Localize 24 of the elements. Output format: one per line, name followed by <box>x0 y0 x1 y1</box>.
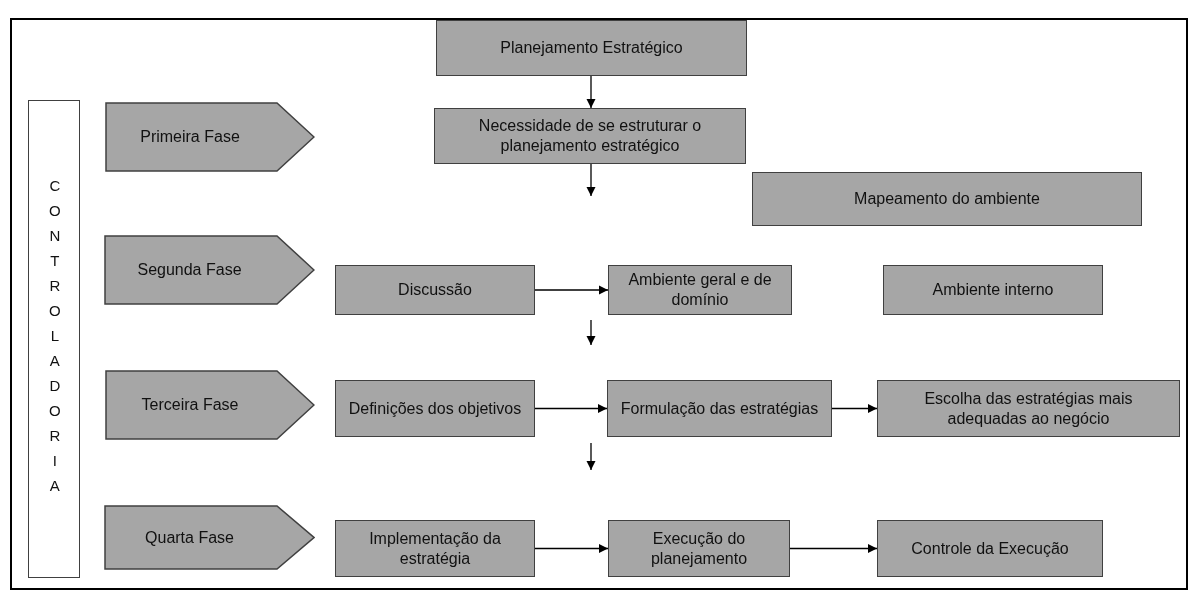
arrow <box>534 403 608 414</box>
process-box: Definições dos objetivos <box>335 380 535 437</box>
arrow <box>586 163 596 197</box>
process-box: Controle da Execução <box>877 520 1103 577</box>
process-box: Ambiente interno <box>883 265 1103 315</box>
phase-pentagon: Terceira Fase <box>105 370 315 440</box>
arrow <box>586 75 596 109</box>
process-box: Formulação das estratégias <box>607 380 832 437</box>
process-box: Execução do planejamento <box>608 520 790 577</box>
process-box: Necessidade de se estruturar o planejamento estratégico <box>434 108 746 164</box>
process-box: Implementação da estratégia <box>335 520 535 577</box>
process-box: Ambiente geral e de domínio <box>608 265 792 315</box>
arrow <box>831 403 878 414</box>
process-box: Planejamento Estratégico <box>436 20 747 76</box>
arrow <box>789 543 878 554</box>
phase-pentagon: Primeira Fase <box>105 102 315 172</box>
arrow <box>534 543 609 554</box>
process-box: Mapeamento do ambiente <box>752 172 1142 226</box>
vertical-label-box: CONTROLADORIA <box>28 100 80 578</box>
process-box: Discussão <box>335 265 535 315</box>
phase-pentagon: Quarta Fase <box>104 505 315 570</box>
phase-pentagon: Segunda Fase <box>104 235 315 305</box>
arrow <box>534 285 609 295</box>
process-box: Escolha das estratégias mais adequadas ao negócio <box>877 380 1180 437</box>
